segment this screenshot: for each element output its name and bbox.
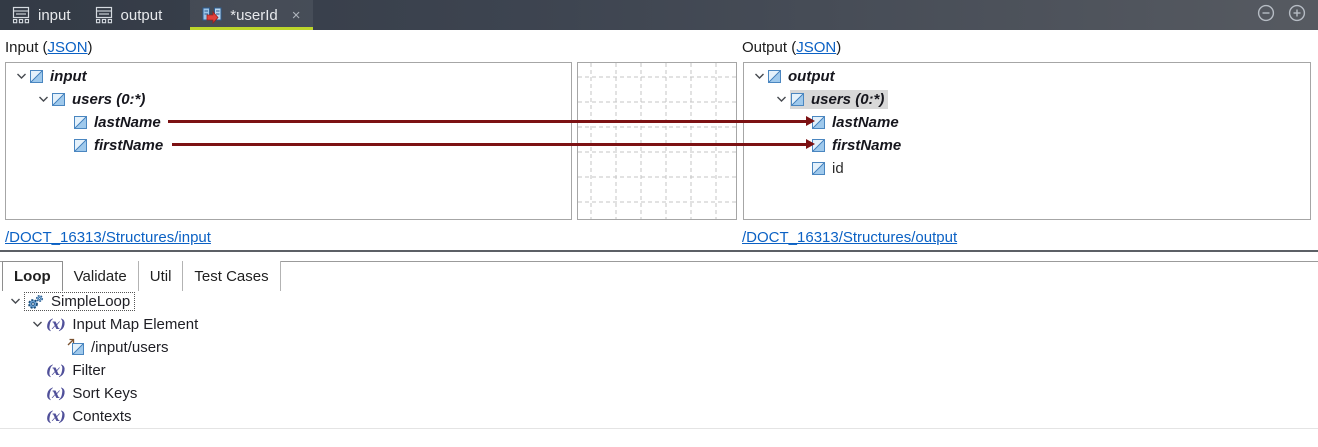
tree-row-id[interactable]: id	[744, 157, 1310, 180]
field-icon	[812, 162, 825, 175]
field-icon	[52, 93, 65, 106]
tab-userid-active[interactable]: *userId ×	[190, 0, 313, 30]
mapping-line-firstname[interactable]	[172, 143, 806, 146]
tree-label: users (0:*)	[72, 91, 146, 108]
output-structure-link[interactable]: /DOCT_16313/Structures/output	[742, 229, 958, 246]
tree-row-users[interactable]: users (0:*)	[6, 88, 571, 111]
tree-label: firstName	[832, 137, 902, 154]
field-icon	[768, 70, 781, 83]
expression-fx-icon: (x)	[46, 362, 66, 379]
title-text: )	[87, 39, 93, 56]
tree-label: firstName	[94, 137, 164, 154]
tree-label: /input/users	[91, 339, 169, 356]
expression-fx-icon: (x)	[46, 385, 66, 402]
expression-fx-icon: (x)	[46, 408, 66, 425]
tree-row-sort-keys[interactable]: (x) Sort Keys	[0, 382, 1318, 405]
tree-label: output	[788, 68, 835, 85]
tree-label: SimpleLoop	[51, 293, 131, 310]
expression-fx-icon: (x)	[46, 316, 66, 333]
gears-icon	[27, 294, 44, 310]
loop-config-tree: SimpleLoop (x) Input Map Element /input/…	[0, 290, 1318, 428]
tabbar-spacer	[313, 0, 1257, 30]
input-json-link[interactable]: JSON	[47, 39, 88, 56]
chevron-down-icon[interactable]	[6, 298, 24, 305]
tree-row-firstname[interactable]: firstName	[744, 134, 1310, 157]
tabbar-controls	[1257, 0, 1306, 30]
tree-label: Input Map Element	[72, 316, 199, 333]
tab-util[interactable]: Util	[138, 261, 184, 291]
tab-label: *userId	[230, 6, 278, 24]
dashed-grid	[578, 63, 736, 219]
mapping-line-lastname[interactable]	[168, 120, 806, 123]
focus-outline: SimpleLoop	[24, 292, 136, 311]
selection-highlight: users (0:*)	[790, 90, 889, 109]
field-icon	[791, 93, 804, 106]
field-icon	[74, 116, 87, 129]
output-tree: output users (0:*) lastName firstName	[744, 63, 1310, 180]
tab-validate[interactable]: Validate	[62, 261, 139, 291]
tree-row-input-users-path[interactable]: /input/users	[0, 336, 1318, 359]
tree-row-input-map-element[interactable]: (x) Input Map Element	[0, 313, 1318, 336]
field-icon	[30, 70, 43, 83]
chevron-down-icon[interactable]	[772, 96, 790, 103]
tree-row-firstname[interactable]: firstName	[6, 134, 571, 157]
title-text: Input (	[5, 39, 48, 56]
editor-tabbar: input output	[0, 0, 1318, 30]
input-tree: input users (0:*) lastName firstName	[6, 63, 571, 157]
tree-label: Sort Keys	[72, 385, 138, 402]
tab-input[interactable]: input	[0, 0, 83, 30]
output-json-link[interactable]: JSON	[796, 39, 837, 56]
output-tree-panel: output users (0:*) lastName firstName	[743, 62, 1311, 220]
tree-label: users (0:*)	[811, 91, 885, 108]
tab-label: output	[120, 6, 163, 24]
tree-row-output[interactable]: output	[744, 65, 1310, 88]
tab-output[interactable]: output	[83, 0, 175, 30]
tree-row-input[interactable]: input	[6, 65, 571, 88]
tree-row-contexts[interactable]: (x) Contexts	[0, 405, 1318, 428]
minimize-circle-icon[interactable]	[1257, 4, 1275, 27]
input-structure-link[interactable]: /DOCT_16313/Structures/input	[5, 229, 211, 246]
tab-test-cases[interactable]: Test Cases	[183, 261, 281, 291]
chevron-down-icon[interactable]	[34, 96, 52, 103]
mapping-arrowhead-firstname	[806, 139, 815, 149]
mapping-arrowhead-lastname	[806, 116, 815, 126]
tree-row-simpleloop[interactable]: SimpleLoop	[0, 290, 1318, 313]
tree-row-lastname[interactable]: lastName	[744, 111, 1310, 134]
document-grid-icon	[95, 6, 113, 24]
tree-row-filter[interactable]: (x) Filter	[0, 359, 1318, 382]
tab-label: input	[38, 6, 71, 24]
field-icon	[74, 139, 87, 152]
title-text: )	[836, 39, 842, 56]
input-section-title: Input (JSON)	[5, 39, 93, 56]
mapping-transform-icon	[202, 7, 222, 24]
chevron-down-icon[interactable]	[28, 321, 46, 328]
output-section-title: Output (JSON)	[742, 39, 841, 56]
tree-label: lastName	[832, 114, 899, 131]
tab-loop[interactable]: Loop	[2, 261, 63, 291]
chevron-down-icon[interactable]	[12, 73, 30, 80]
maximize-plus-circle-icon[interactable]	[1288, 4, 1306, 27]
bottom-divider	[0, 428, 1318, 429]
tree-label: id	[832, 160, 844, 177]
horizontal-sash[interactable]	[0, 250, 1318, 252]
tree-label: input	[50, 68, 87, 85]
chevron-down-icon[interactable]	[750, 73, 768, 80]
field-icon	[72, 343, 84, 355]
title-text: Output (	[742, 39, 797, 56]
close-icon[interactable]: ×	[291, 6, 301, 24]
document-grid-icon	[12, 6, 30, 24]
bottom-tabstrip: Loop Validate Util Test Cases	[0, 261, 1318, 291]
input-tree-panel: input users (0:*) lastName firstName	[5, 62, 572, 220]
mapping-canvas-panel	[577, 62, 737, 220]
tree-row-lastname[interactable]: lastName	[6, 111, 571, 134]
tree-row-users-selected[interactable]: users (0:*)	[744, 88, 1310, 111]
tree-label: lastName	[94, 114, 161, 131]
tree-label: Contexts	[72, 408, 132, 425]
field-reference-icon	[67, 338, 84, 355]
tree-label: Filter	[72, 362, 106, 379]
